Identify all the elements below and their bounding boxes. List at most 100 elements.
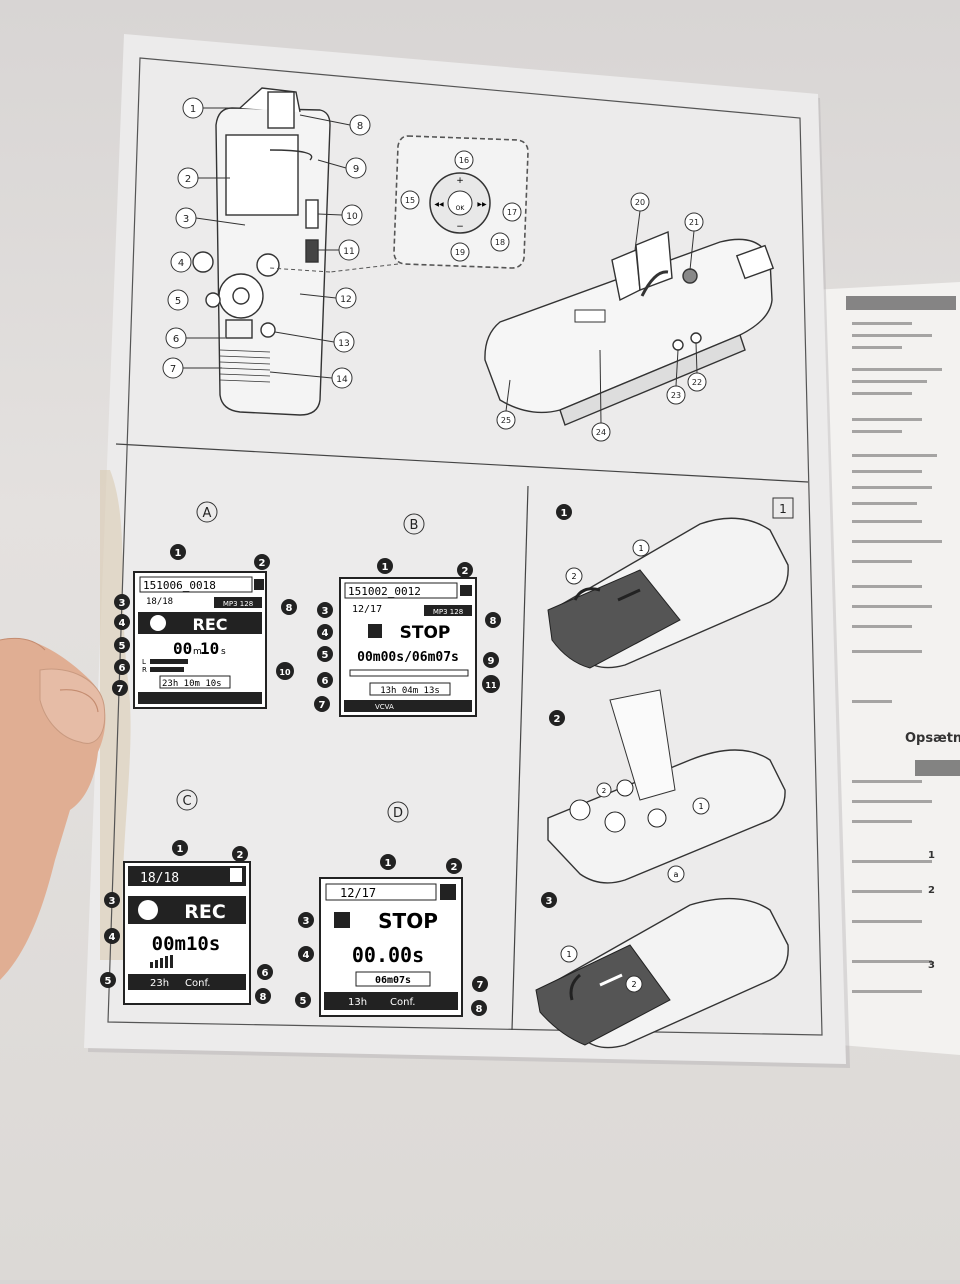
callout-8: 8 [299,114,371,136]
svg-text:1: 1 [698,802,703,811]
svg-text:14: 14 [336,375,348,385]
svg-text:1: 1 [190,104,196,115]
nav-plus-icon: + [456,176,464,186]
svg-text:8: 8 [286,603,293,614]
svg-text:2: 2 [237,850,244,861]
right-page-step-1: 1 [928,850,935,861]
svg-text:1: 1 [177,844,184,855]
callout-5: 5 [167,289,189,311]
svg-text:1: 1 [638,544,643,553]
display-b-icons: VCVA [375,703,394,711]
svg-text:8: 8 [357,121,363,132]
callout-6: 6 [165,327,225,349]
display-a-time-main: 00 [173,639,192,658]
svg-text:6: 6 [262,968,269,979]
hand [0,637,106,980]
svg-text:2: 2 [602,787,606,795]
svg-text:1: 1 [779,502,787,516]
svg-text:13: 13 [338,339,349,349]
section-label-c: C [176,789,198,811]
svg-text:9: 9 [488,656,495,667]
svg-text:2: 2 [462,566,469,577]
page-box-1: 1 [772,497,794,519]
nav-ok-label: OK [456,205,466,212]
svg-text:7: 7 [117,684,124,695]
display-d-callouts: 1 2 3 4 5 7 8 [295,854,488,1016]
svg-text:5: 5 [300,996,307,1007]
svg-text:3: 3 [109,896,116,907]
svg-text:6: 6 [173,334,179,345]
svg-text:7: 7 [170,364,176,375]
svg-text:17: 17 [507,208,517,217]
svg-text:1: 1 [175,548,182,559]
recorder-back-illustration [484,230,775,426]
callout-17: 17 [502,202,522,222]
svg-text:3: 3 [183,214,189,225]
callout-12: 12 [299,287,357,309]
background-page: Opsætni 1 2 3 [812,282,960,1055]
callout-11: 11 [318,239,360,261]
svg-text:a: a [674,870,679,879]
recorder-front-illustration [192,87,331,416]
display-b-time: 00m00s/06m07s [357,650,459,665]
svg-text:2: 2 [451,862,458,873]
nav-minus-icon: − [456,222,464,232]
svg-text:15: 15 [405,196,415,205]
svg-text:1: 1 [561,508,568,519]
svg-text:23: 23 [671,391,681,400]
svg-text:A: A [203,506,212,521]
right-page-step-2: 2 [928,885,935,896]
svg-text:10: 10 [346,212,358,222]
callout-4: 4 [170,251,192,273]
display-b-folder: 12/17 [352,604,382,615]
display-c: 18/18 REC 00m10s 23h Conf. [123,861,251,1005]
display-a-callouts: 1 2 3 4 5 6 7 8 10 [112,544,297,696]
nav-rewind-icon: ◀◀ [434,201,444,208]
callout-13: 13 [274,331,355,353]
display-a-format: MP3 128 [223,600,253,608]
svg-text:s: s [221,647,226,657]
svg-text:2: 2 [185,174,191,185]
svg-text:5: 5 [119,641,126,652]
callout-7: 7 [162,357,222,379]
display-a-file: 151006_0018 [143,579,216,592]
svg-text:8: 8 [490,616,497,627]
display-c-scene: Conf. [185,978,210,989]
svg-text:1: 1 [566,950,571,959]
svg-text:25: 25 [501,416,511,425]
display-a-level-l: L [142,658,146,666]
svg-text:4: 4 [119,618,126,629]
display-b-file: 151002_0012 [348,585,421,598]
svg-text:3: 3 [119,598,126,609]
svg-text:6: 6 [119,663,126,674]
svg-text:9: 9 [353,164,359,175]
callout-23: 23 [666,349,686,405]
callout-1: 1 [182,97,240,119]
svg-text:1: 1 [382,562,389,573]
display-d-status: STOP [378,909,438,933]
svg-text:5: 5 [322,650,329,661]
svg-text:8: 8 [476,1004,483,1015]
display-b-remaining: 13h 04m 13s [380,686,440,696]
section-label-d: D [387,801,409,823]
callout-2: 2 [177,167,230,189]
svg-text:7: 7 [477,980,484,991]
display-d-length: 06m07s [375,975,411,986]
display-d: 12/17 STOP 00.00s 06m07s 13h Conf. [319,877,463,1017]
svg-text:3: 3 [303,916,310,927]
svg-text:4: 4 [303,950,310,961]
section-labels: A B C D 1 [176,497,794,823]
display-c-callouts: 1 2 3 4 5 6 8 [100,840,273,1004]
svg-text:21: 21 [689,218,699,227]
battery-step-1: 1 1 2 [547,504,789,669]
battery-step-3: 3 1 2 [535,892,789,1049]
svg-text:D: D [393,806,403,821]
callout-24: 24 [591,349,611,442]
display-a-level-r: R [142,666,147,674]
callout-9: 9 [317,157,367,179]
display-d-scene: Conf. [390,997,415,1008]
callout-18: 18 [490,232,510,252]
callout-16: 16 [454,150,474,170]
svg-text:10: 10 [279,668,291,677]
